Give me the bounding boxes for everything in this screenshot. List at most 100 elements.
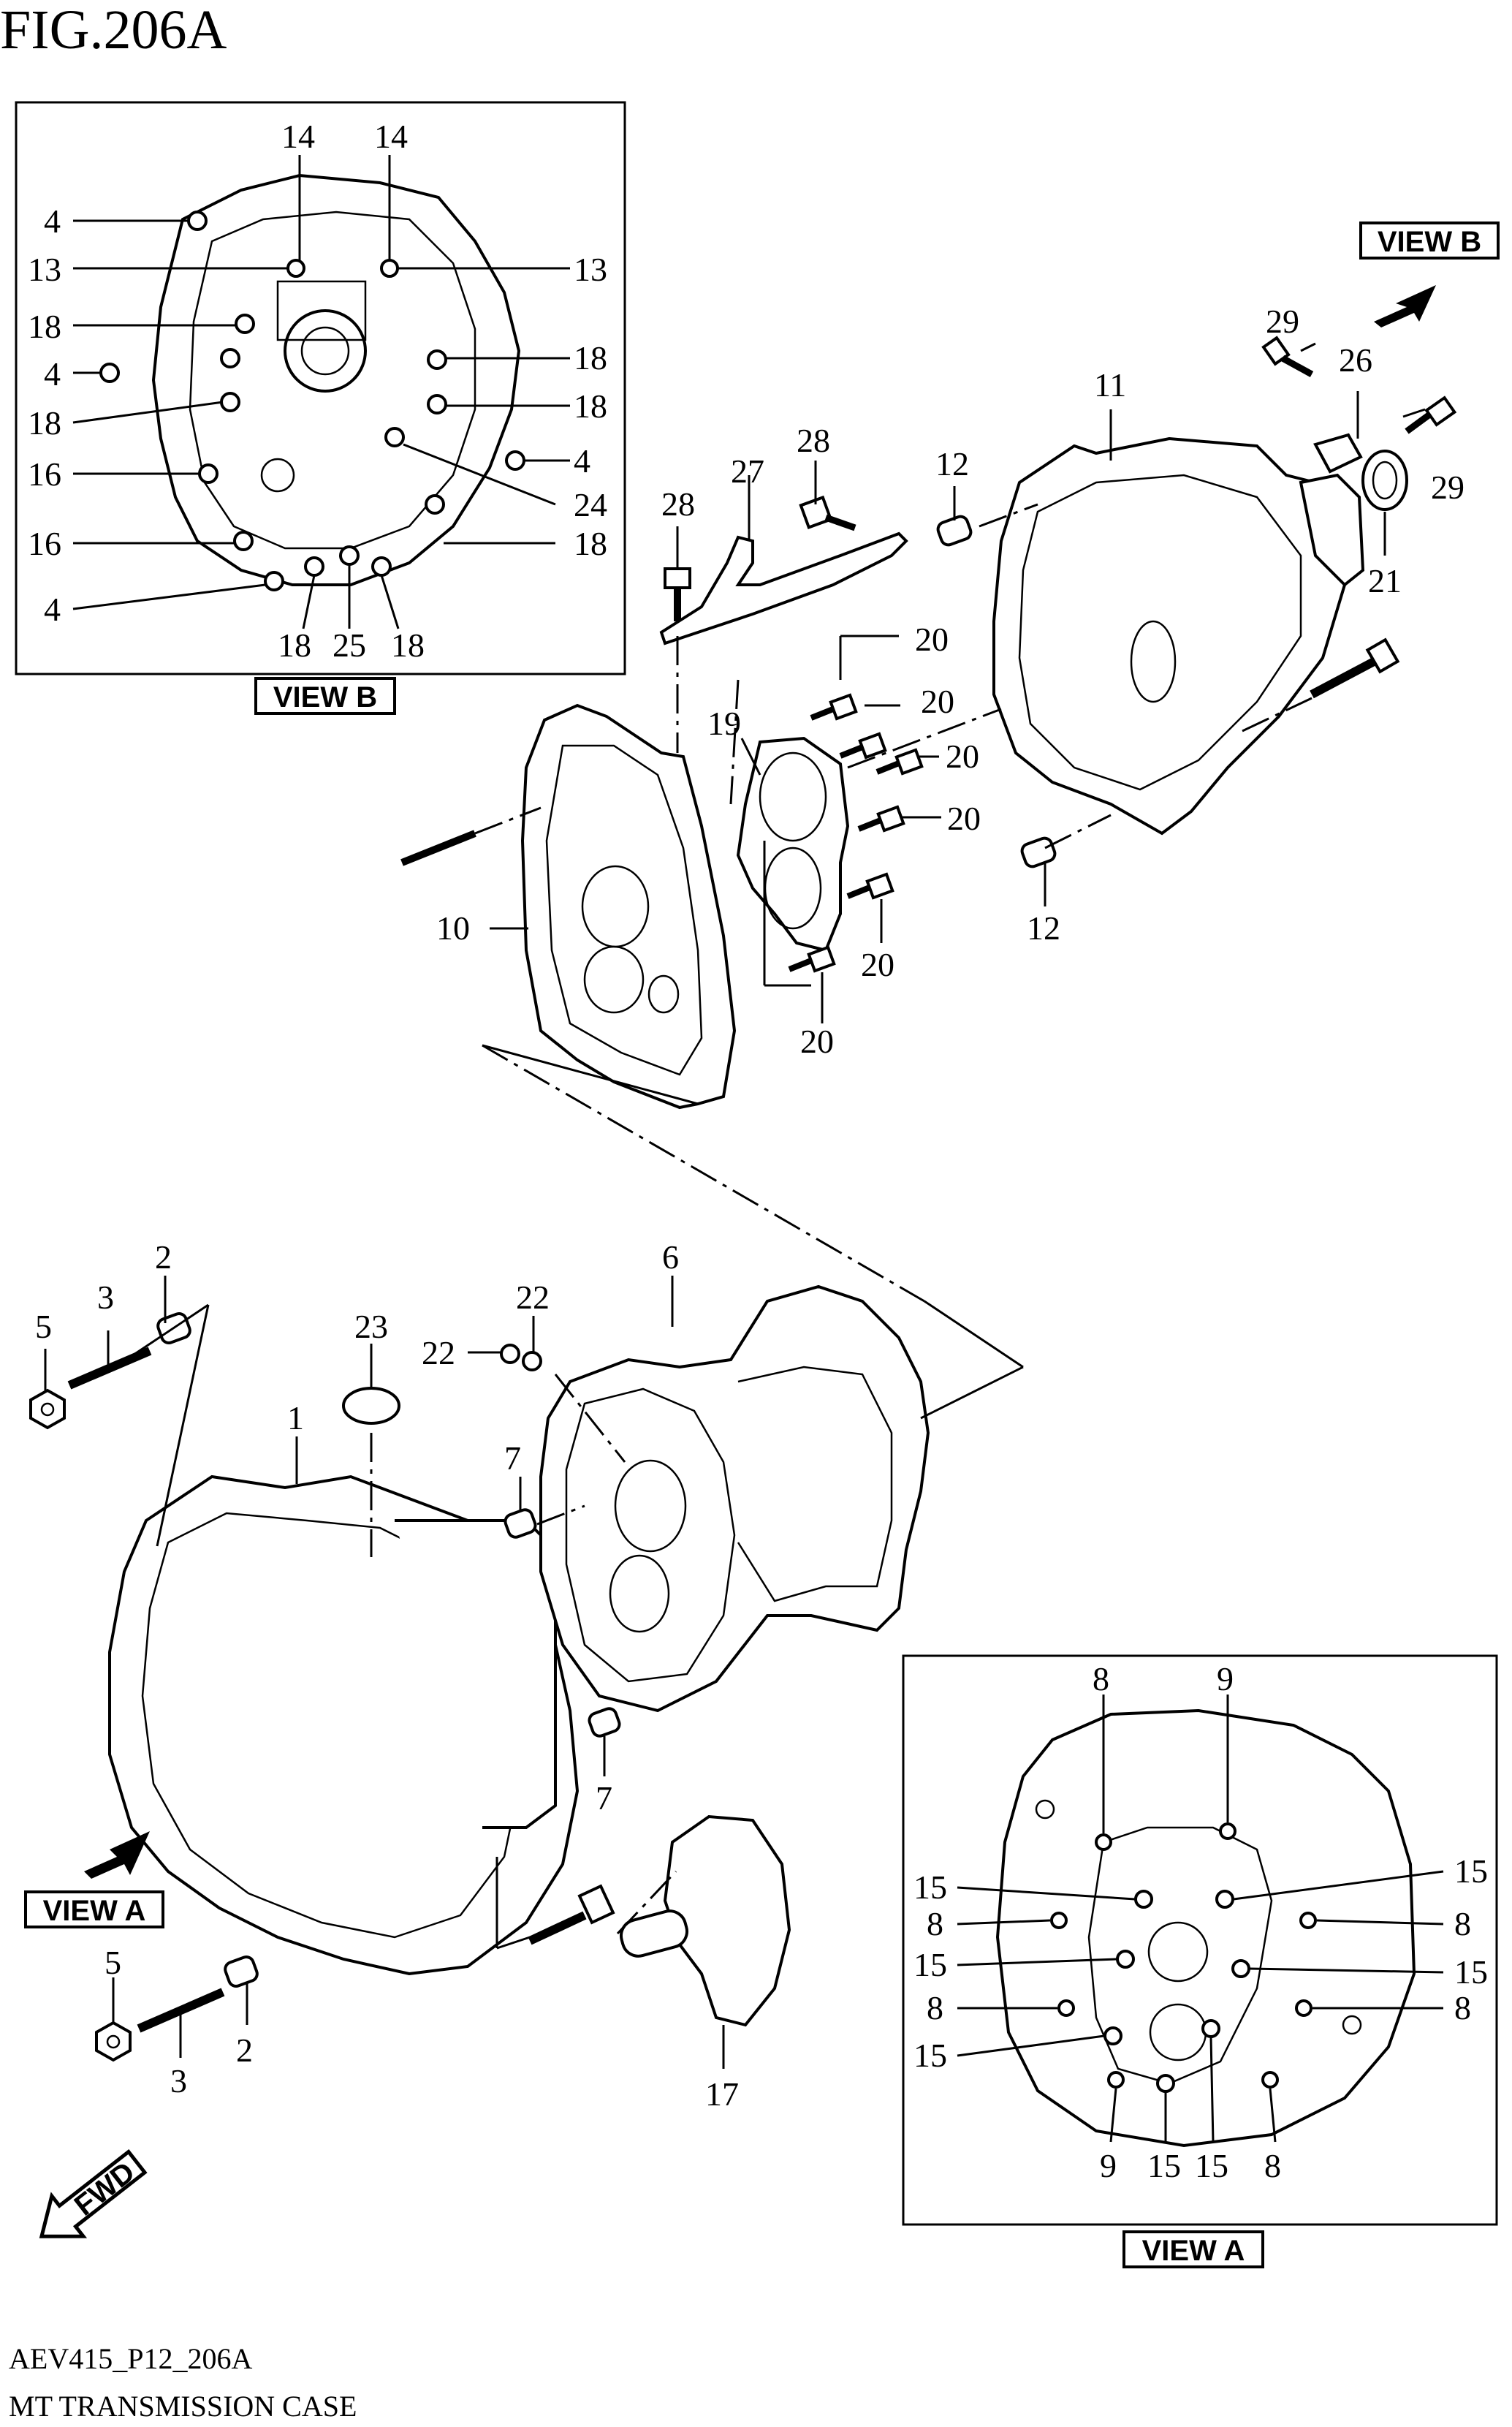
figure-title: FIG.206A bbox=[0, 0, 227, 61]
callout-13a: 13 bbox=[28, 251, 61, 288]
part-12-dowel-top bbox=[936, 515, 973, 547]
callout-22a: 22 bbox=[516, 1279, 550, 1316]
callout-23: 23 bbox=[354, 1308, 388, 1345]
view-a-inset: 8 9 15 15 8 8 15 15 8 8 15 9 15 15 8 bbox=[902, 1654, 1498, 2226]
part-stud-bolt-upper bbox=[400, 830, 476, 866]
callout-8d: 8 bbox=[927, 1989, 943, 2026]
callout-29b: 29 bbox=[1431, 469, 1464, 506]
callout-16b: 16 bbox=[28, 525, 61, 562]
callout-6: 6 bbox=[662, 1238, 679, 1276]
callout-15d: 15 bbox=[1454, 1953, 1488, 1991]
part-27-bracket bbox=[659, 531, 908, 645]
callout-19: 19 bbox=[707, 705, 741, 742]
callout-15g: 15 bbox=[1195, 2147, 1228, 2184]
part-7-dowel-top bbox=[504, 1508, 537, 1539]
part-5-nut-top bbox=[29, 1388, 66, 1430]
part-10-adapter-plate bbox=[520, 703, 737, 1110]
figure-caption: MT TRANSMISSION CASE bbox=[9, 2390, 357, 2423]
callout-4a: 4 bbox=[44, 202, 61, 240]
part-17-nozzle bbox=[620, 1909, 688, 1958]
callout-18e: 18 bbox=[574, 525, 607, 562]
callout-29a: 29 bbox=[1266, 303, 1299, 340]
callout-22b: 22 bbox=[422, 1334, 455, 1371]
callout-12b: 12 bbox=[1027, 909, 1060, 947]
figure-code: AEV415_P12_206A bbox=[9, 2342, 252, 2375]
part-12-dowel-bottom bbox=[1020, 836, 1057, 868]
callout-17: 17 bbox=[705, 2075, 739, 2113]
callout-20d: 20 bbox=[947, 800, 981, 837]
view-a-direction-arrow bbox=[84, 1831, 150, 1879]
part-2-dowel-bottom bbox=[224, 1955, 259, 1988]
fwd-arrow: FWD bbox=[39, 2148, 148, 2238]
view-b-plug bbox=[260, 458, 295, 493]
callout-20f: 20 bbox=[800, 1023, 834, 1060]
callout-15e: 15 bbox=[913, 2037, 947, 2074]
callout-18b: 18 bbox=[574, 339, 607, 376]
callout-28a: 28 bbox=[797, 422, 830, 459]
part-26-bracket bbox=[1313, 433, 1363, 474]
view-b-bearing-inner bbox=[300, 326, 350, 376]
part-6-transmission-case bbox=[539, 1284, 930, 1713]
part-19-bearing-retainer bbox=[736, 736, 850, 953]
callout-8f: 8 bbox=[1264, 2147, 1281, 2184]
callout-20b: 20 bbox=[921, 683, 954, 720]
callout-21: 21 bbox=[1368, 562, 1402, 599]
callout-5a: 5 bbox=[35, 1308, 52, 1345]
view-a-bore-a bbox=[1147, 1921, 1209, 1983]
callout-11: 11 bbox=[1094, 366, 1126, 404]
callout-18g: 18 bbox=[391, 626, 425, 664]
lower-leaders bbox=[44, 1276, 725, 2069]
view-a-inner-plate bbox=[1087, 1826, 1273, 2085]
lower-labels: 2 3 22 5 6 23 22 1 7 7 5 2 3 17 bbox=[35, 1238, 739, 2113]
part-22-plug-right bbox=[522, 1351, 542, 1371]
callout-4d: 4 bbox=[44, 591, 61, 628]
part-22-plug-left bbox=[500, 1344, 520, 1364]
callout-8c: 8 bbox=[1454, 1905, 1471, 1942]
callout-3a: 3 bbox=[97, 1279, 114, 1316]
callout-4b: 4 bbox=[44, 355, 61, 393]
part-5-nut-bottom bbox=[95, 2021, 132, 2062]
view-a-labels: 8 9 15 15 8 8 15 15 8 8 15 9 15 15 8 bbox=[913, 1660, 1488, 2184]
callout-15f: 15 bbox=[1147, 2147, 1181, 2184]
view-a-arrow-tag: VIEW A bbox=[24, 1831, 164, 1928]
callout-15b: 15 bbox=[913, 1868, 947, 1906]
part-6-flange bbox=[565, 1387, 736, 1683]
upper-leaders bbox=[490, 342, 1426, 1023]
view-a-leaders bbox=[957, 1695, 1444, 2143]
part-6-bore-a bbox=[614, 1459, 687, 1553]
callout-8e: 8 bbox=[1454, 1989, 1471, 2026]
view-b-leaders bbox=[72, 155, 570, 629]
callout-28b: 28 bbox=[661, 485, 695, 523]
callout-8b: 8 bbox=[927, 1905, 943, 1942]
callout-16a: 16 bbox=[28, 455, 61, 493]
part-28-bolt-top bbox=[799, 495, 856, 531]
view-b-inset: 14 14 4 13 13 18 18 4 18 18 4 16 24 16 1… bbox=[15, 101, 626, 675]
callout-14b: 14 bbox=[374, 118, 408, 155]
callout-2b: 2 bbox=[236, 2032, 253, 2069]
upper-center-lines bbox=[474, 503, 1312, 1368]
callout-18a: 18 bbox=[28, 308, 61, 345]
part-10-inner-rib bbox=[545, 744, 703, 1076]
part-1-inner-rib bbox=[141, 1512, 524, 1939]
view-b-shift-housing bbox=[276, 280, 367, 341]
callout-2a: 2 bbox=[155, 1238, 172, 1276]
view-a-box-tag: VIEW A bbox=[1122, 2230, 1264, 2268]
view-a-arrow-label: VIEW A bbox=[43, 1895, 146, 1927]
part-28-bolt-left bbox=[664, 567, 691, 621]
upper-labels: 29 26 11 29 28 12 27 28 21 20 20 19 20 2… bbox=[436, 303, 1464, 1060]
callout-12a: 12 bbox=[935, 445, 969, 482]
callout-27: 27 bbox=[731, 453, 764, 490]
part-long-bolt-lower bbox=[528, 1884, 615, 1945]
part-11-inner-rib bbox=[1018, 474, 1302, 791]
view-b-labels: 14 14 4 13 13 18 18 4 18 18 4 16 24 16 1… bbox=[28, 118, 607, 664]
callout-15c: 15 bbox=[913, 1946, 947, 1983]
part-11-bore bbox=[1130, 620, 1177, 703]
view-b-arrow-tag: VIEW B bbox=[1359, 222, 1500, 327]
callout-25: 25 bbox=[333, 626, 366, 664]
callout-18c: 18 bbox=[28, 404, 61, 442]
callout-1: 1 bbox=[287, 1399, 304, 1436]
part-3-stud-top bbox=[67, 1347, 152, 1390]
part-29-bolt-left bbox=[1261, 336, 1314, 377]
callout-14a: 14 bbox=[281, 118, 315, 155]
